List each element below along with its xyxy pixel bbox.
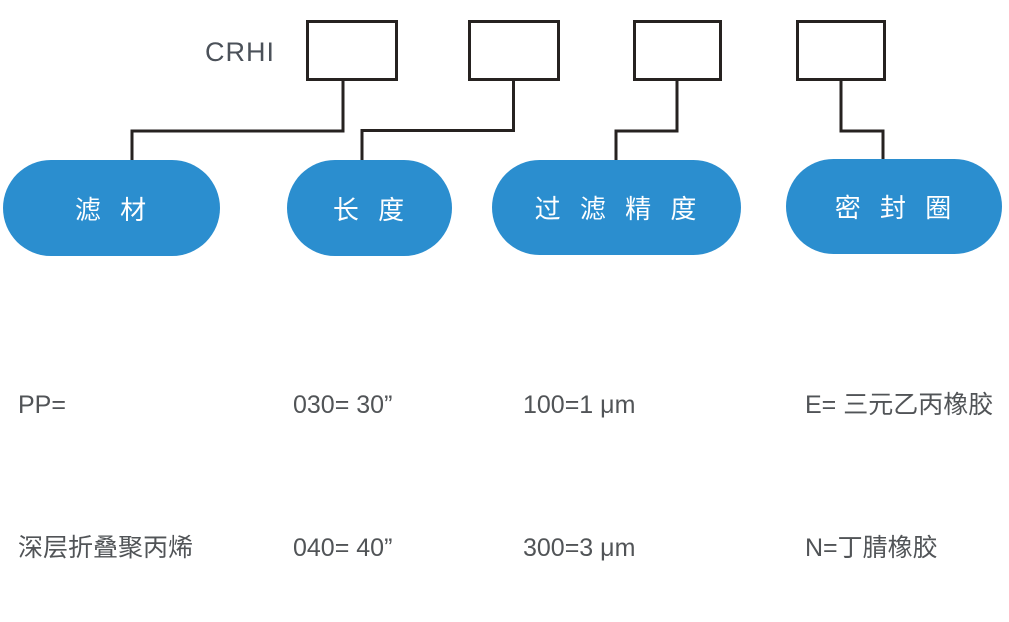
option-line: N=丁腈橡胶: [805, 533, 938, 562]
option-list-filter-media: PP= 深层折叠聚丙烯 GF= 树脂合成玻璃纤维: [18, 287, 218, 622]
code-box-filter-media: [306, 20, 398, 81]
model-prefix: CRHI: [205, 37, 275, 67]
option-list-seal: E= 三元乙丙橡胶 N=丁腈橡胶 F= 氟橡胶: [805, 287, 993, 622]
category-pill-filter-media: 滤 材: [3, 160, 220, 256]
option-line: PP=: [18, 391, 66, 419]
code-box-seal: [796, 20, 886, 81]
category-label-filter-media: 滤 材: [74, 194, 149, 225]
option-list-length: 030= 30” 040= 40”: [293, 287, 392, 622]
code-box-precision: [633, 20, 722, 81]
category-label-length: 长 度: [332, 194, 407, 225]
option-line: 300=3 μm: [523, 533, 636, 562]
option-line: E= 三元乙丙橡胶: [805, 391, 994, 419]
category-label-precision: 过 滤 精 度: [534, 194, 699, 224]
category-label-seal: 密 封 圈: [834, 193, 954, 223]
option-line: 040= 40”: [293, 533, 393, 562]
category-pill-precision: 过 滤 精 度: [492, 160, 741, 255]
option-line: 100=1 μm: [523, 391, 636, 419]
option-line: 030= 30”: [293, 391, 393, 419]
category-pill-seal: 密 封 圈: [786, 159, 1002, 254]
option-list-precision: 100=1 μm 300=3 μm 500=5 μm 1000=10 μm 20…: [523, 287, 663, 622]
option-line: 深层折叠聚丙烯: [18, 533, 194, 562]
code-box-length: [468, 20, 560, 81]
category-pill-length: 长 度: [287, 160, 452, 256]
